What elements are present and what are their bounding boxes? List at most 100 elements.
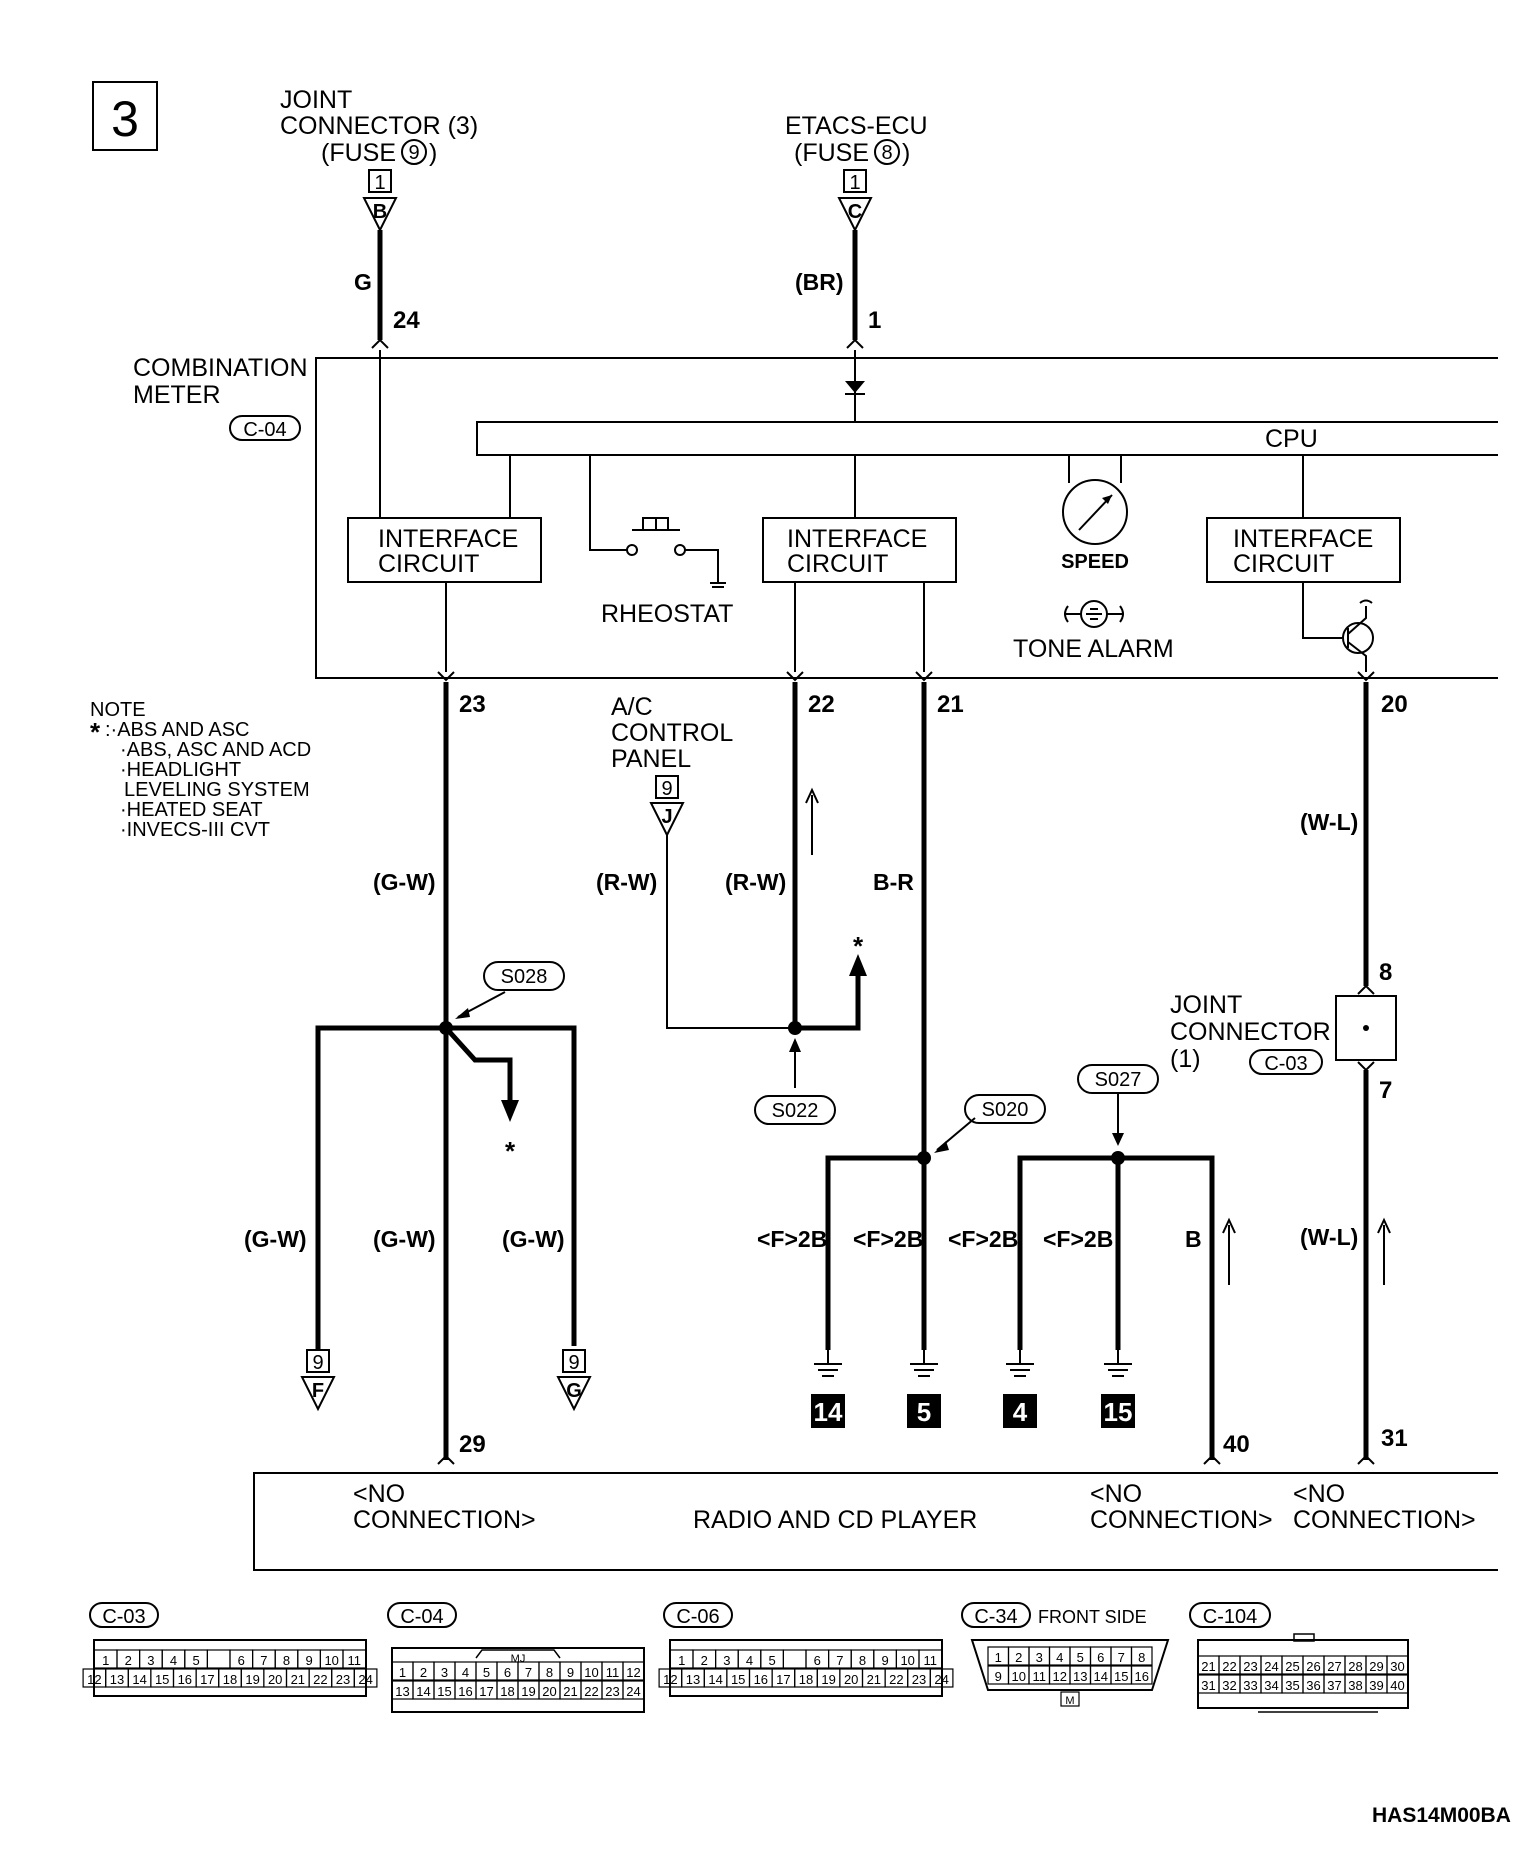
connector-view-c-06-pin-13: 13 <box>686 1672 700 1687</box>
connector-f-pin-box <box>306 1349 330 1373</box>
connector-view-c-04-cavity <box>622 1680 645 1700</box>
rheostat-ground-icon <box>685 549 726 588</box>
rheostat-contact-right <box>674 544 686 556</box>
radio-outline <box>253 1472 1498 1571</box>
rheostat-switch-icon <box>632 517 680 531</box>
connector-view-c-04-pin-4: 4 <box>462 1665 469 1680</box>
connector-view-c-03-pin-18: 18 <box>223 1672 237 1687</box>
connector-view-c-04-pin-17: 17 <box>479 1684 493 1699</box>
no-connection-3-line2: CONNECTION> <box>1293 1506 1476 1534</box>
ground-symbol-2 <box>910 1350 938 1377</box>
connector-view-c-34-id: C-34 <box>974 1606 1017 1628</box>
connector-j-triangle <box>649 802 685 838</box>
cpu-label: CPU <box>1265 425 1318 453</box>
ground-15-label: 15 <box>1104 1397 1133 1427</box>
connector-view-c-34-cavity <box>1130 1665 1153 1685</box>
connector-view-c-06-id: C-06 <box>676 1606 719 1628</box>
joint-connector-1-arrow-top <box>1357 984 1375 995</box>
connector-view-c-34-pin-13: 13 <box>1073 1669 1087 1684</box>
pin-21-arrow <box>915 671 933 682</box>
diode-icon <box>845 381 865 393</box>
connector-view-c-104-pin-38: 38 <box>1348 1678 1362 1693</box>
connector-view-c-104-pin-29: 29 <box>1369 1659 1383 1674</box>
transistor-leads <box>1347 606 1367 672</box>
connector-view-c-104-pin-30: 30 <box>1390 1659 1404 1674</box>
connector-view-c-04-pin-21: 21 <box>563 1684 577 1699</box>
ic3-line1: INTERFACE <box>1233 525 1373 553</box>
ic1-line2: CIRCUIT <box>378 550 479 578</box>
splice-s027-pointer-head <box>1112 1133 1124 1146</box>
c-04-tag-label: C-04 <box>243 419 286 441</box>
connector-view-c-104-pin-36: 36 <box>1306 1678 1320 1693</box>
connector-f-pin-num: 9 <box>312 1352 323 1374</box>
connector-view-c-34-mark-box <box>1060 1691 1080 1707</box>
joint-connector-1-box <box>1335 995 1397 1061</box>
combination-meter-line1: COMBINATION <box>133 354 308 382</box>
connector-view-c-104-pin-28: 28 <box>1348 1659 1362 1674</box>
connector-view-c-03-cavity <box>342 1649 367 1669</box>
connector-view-c-06-pin-23: 23 <box>912 1672 926 1687</box>
splice-s022-optional <box>795 972 861 1031</box>
connector-view-c-04-pin-8: 8 <box>546 1665 553 1680</box>
connector-view-c-03-pin-24: 24 <box>358 1672 372 1687</box>
splice-s022-label: S022 <box>772 1100 819 1122</box>
connector-view-c-34-pin-6: 6 <box>1097 1650 1104 1665</box>
ground-symbol-4 <box>1104 1350 1132 1377</box>
fuse-8-circle <box>874 139 900 165</box>
connector-view-c-06-cavity <box>918 1649 943 1669</box>
pin-29-label: 29 <box>459 1431 486 1458</box>
connector-view-c-104-pin-31: 31 <box>1201 1678 1215 1693</box>
pin-40-label: 40 <box>1223 1431 1250 1458</box>
speedometer-icon <box>1062 479 1128 545</box>
connector-f-triangle <box>300 1376 336 1412</box>
connector-view-c-06-pin-3: 3 <box>723 1653 730 1668</box>
ground-14-label: 14 <box>814 1397 843 1427</box>
connector-view-c-34-pin-9: 9 <box>995 1669 1002 1684</box>
note-item-6: ·INVECS-III CVT <box>120 819 270 841</box>
ac-panel-line2: CONTROL <box>611 719 733 747</box>
connector-j-letter: J <box>661 806 672 828</box>
connector-view-c-04-pin-24: 24 <box>626 1684 640 1699</box>
splice-s027-label: S027 <box>1095 1069 1142 1091</box>
connector-view-c-03-pin-9: 9 <box>305 1653 312 1668</box>
joint-connector-3-fuse-prefix: (FUSE <box>321 139 396 167</box>
connector-f-letter: F <box>312 1380 324 1402</box>
connector-view-c-04-pin-20: 20 <box>542 1684 556 1699</box>
connector-view-c-104-pin-23: 23 <box>1243 1659 1257 1674</box>
wire-gw-label-top: (G-W) <box>373 869 436 895</box>
connector-view-c-06-pin-10: 10 <box>900 1653 914 1668</box>
connector-view-c-06-pin-19: 19 <box>821 1672 835 1687</box>
joint-connector-3-line1: JOINT <box>280 86 352 114</box>
ic1-line1: INTERFACE <box>378 525 518 553</box>
connector-view-c-06-pin-16: 16 <box>754 1672 768 1687</box>
pin-22-arrow <box>786 671 804 682</box>
section-number: 3 <box>111 91 139 147</box>
connector-view-c-03-pin-10: 10 <box>324 1653 338 1668</box>
connector-view-c-03-pin-23: 23 <box>336 1672 350 1687</box>
connector-view-c-34-tag <box>961 1602 1031 1628</box>
connector-view-c-04-pin-22: 22 <box>584 1684 598 1699</box>
fuse-9-number: 9 <box>408 142 419 164</box>
connector-view-c-04-pin-1: 1 <box>399 1665 406 1680</box>
joint-connector-1-pin-top: 8 <box>1379 959 1392 986</box>
rheostat-label: RHEOSTAT <box>601 600 733 628</box>
fuse-9-circle <box>401 139 427 165</box>
connector-view-c-03-pin-11: 11 <box>348 1653 362 1668</box>
connector-view-c-06-pin-11: 11 <box>924 1653 938 1668</box>
connector-view-c-06-pin-24: 24 <box>934 1672 948 1687</box>
cpu-bar <box>476 421 1498 456</box>
ac-panel-pin-num: 9 <box>661 778 672 800</box>
connector-view-c-104-pin-24: 24 <box>1264 1659 1278 1674</box>
pin-1-label: 1 <box>868 307 881 334</box>
connector-view-c-03-pin-22: 22 <box>313 1672 327 1687</box>
no-connection-1-line2: CONNECTION> <box>353 1506 536 1534</box>
splice-s020-branch <box>825 1155 924 1350</box>
ground-15-badge <box>1101 1394 1135 1428</box>
etacs-fuse-suffix: ) <box>902 139 910 167</box>
connector-view-c-06-pin-12: 12 <box>663 1672 677 1687</box>
connector-view-c-06-pin-8: 8 <box>859 1653 866 1668</box>
joint-connector-3-pin-box-num: 1 <box>374 172 385 194</box>
connector-view-c-34-pin-16: 16 <box>1135 1669 1149 1684</box>
no-connection-2-line2: CONNECTION> <box>1090 1506 1273 1534</box>
etacs-ecu-label: ETACS-ECU <box>785 112 928 140</box>
